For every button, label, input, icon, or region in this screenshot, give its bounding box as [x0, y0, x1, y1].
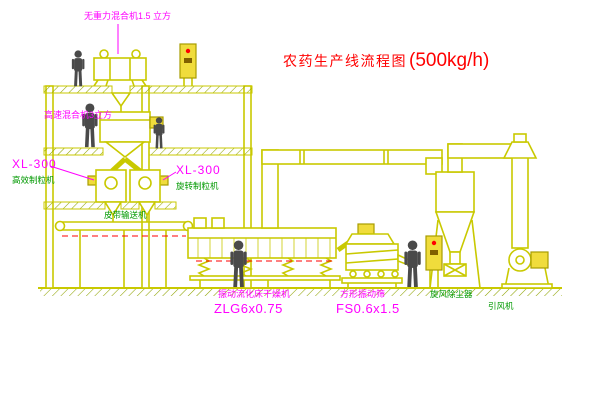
- indicator-light: [431, 240, 437, 246]
- label-dryer-model: ZLG6x0.75: [214, 301, 283, 316]
- stack-and-fan-drawing: [501, 133, 553, 289]
- label-screen-model: FS0.6x1.5: [336, 301, 400, 316]
- label-granulator-mid-name: 旋转制粒机: [176, 181, 219, 191]
- label-cyclone-name: 旋风除尘器: [430, 289, 473, 299]
- exhaust-duct-drawing: [261, 149, 443, 229]
- granulator-left-drawing: [87, 169, 127, 222]
- leader-lines: [49, 24, 177, 181]
- label-screen-name: 方形振动筛: [340, 289, 386, 299]
- label-granulator-mid-model: XL-300: [176, 163, 221, 177]
- label-dryer-name: 振动流化床干燥机: [218, 289, 291, 299]
- label-belt-conveyor: 皮带输送机: [104, 210, 147, 220]
- person-figure: [404, 240, 421, 288]
- label-fan-name: 引风机: [488, 301, 514, 311]
- indicator-light: [185, 48, 191, 54]
- top-mixer-drawing: [93, 49, 147, 112]
- label-top-mixer: 无重力混合机1.5 立方: [84, 11, 172, 21]
- granulator-right-drawing: [129, 169, 169, 222]
- diagram-title-text: 农药生产线流程图: [283, 53, 407, 69]
- label-granulator-left-model: XL-300: [12, 157, 57, 171]
- label-granulator-left-name: 高效制粒机: [12, 175, 55, 185]
- person-figure: [71, 50, 85, 87]
- cyclone-drawing: [429, 143, 519, 289]
- control-cabinet-right: [425, 235, 443, 288]
- label-high-speed-mixer: 高速混合机3立方: [44, 110, 113, 120]
- diagram-title: 农药生产线流程图 (500kg/h): [283, 50, 489, 72]
- high-speed-mixer-drawing: [99, 111, 164, 173]
- belt-conveyor-drawing: [54, 220, 194, 288]
- control-cabinet-upper: [179, 43, 197, 86]
- vibrating-screen-drawing: [336, 223, 412, 288]
- ground-line: [38, 287, 562, 296]
- diagram-title-capacity: (500kg/h): [409, 50, 490, 71]
